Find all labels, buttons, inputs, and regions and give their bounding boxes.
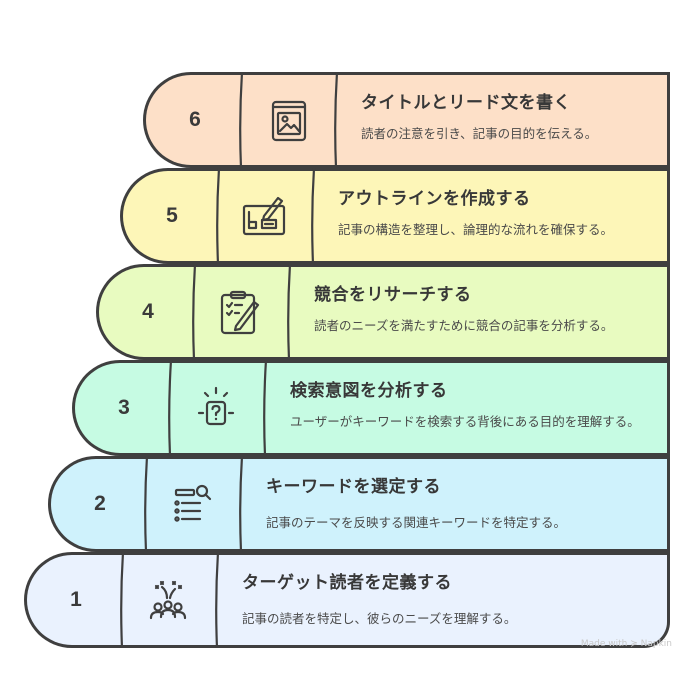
outline-edit-icon xyxy=(242,196,286,236)
step-2-body xyxy=(146,456,670,552)
step-1-number: 1 xyxy=(70,588,82,611)
step-2: 2 キーワードを選定する 記事のテーマを反映する関連キーワードを特定する。 xyxy=(48,456,670,552)
step-4-text: 競合をリサーチする 読者のニーズを満たすために競合の記事を分析する。 xyxy=(314,280,648,334)
step-1-divider-2 xyxy=(215,552,220,648)
clipboard-checklist-pencil-icon xyxy=(220,290,260,335)
step-3-desc: ユーザーがキーワードを検索する背後にある目的を理解する。 xyxy=(290,414,640,429)
step-5-number: 5 xyxy=(166,204,178,227)
step-6-text: タイトルとリード文を書く 読者の注意を引き、記事の目的を伝える。 xyxy=(361,88,648,142)
step-5-number-cap xyxy=(120,168,220,264)
step-2-divider xyxy=(144,456,149,552)
step-5-title: アウトラインを作成する xyxy=(338,189,531,209)
step-2-desc: 記事のテーマを反映する関連キーワードを特定する。 xyxy=(266,515,567,530)
step-6-divider-2 xyxy=(334,72,339,168)
step-5-text: アウトラインを作成する 記事の構造を整理し、論理的な流れを確保する。 xyxy=(338,184,648,238)
step-3-number-cap xyxy=(72,360,172,456)
step-1-number-cap xyxy=(24,552,124,648)
step-2-divider-2 xyxy=(239,456,244,552)
step-6-divider xyxy=(239,72,244,168)
step-2-title: キーワードを選定する xyxy=(266,477,441,497)
step-6-number-cap xyxy=(143,72,243,168)
step-6-body xyxy=(241,72,670,168)
step-6: 6 タイトルとリード文を書く 読者の注意を引き、記事の目的を伝える。 xyxy=(143,72,670,168)
step-5-desc: 記事の構造を整理し、論理的な流れを確保する。 xyxy=(338,222,614,237)
step-3-text: 検索意図を分析する ユーザーがキーワードを検索する背後にある目的を理解する。 xyxy=(290,376,648,430)
step-1-desc: 記事の読者を特定し、彼らのニーズを理解する。 xyxy=(242,611,517,626)
step-4-number-cap xyxy=(96,264,196,360)
step-1-text: ターゲット読者を定義する 記事の読者を特定し、彼らのニーズを理解する。 xyxy=(242,568,648,627)
step-5-divider xyxy=(216,168,221,264)
step-4-desc: 読者のニーズを満たすために競合の記事を分析する。 xyxy=(314,318,614,333)
step-3-number: 3 xyxy=(118,396,130,419)
step-1-divider xyxy=(120,552,125,648)
step-1: 1 ターゲット読者を定義する 記事の読者を特定し、彼らのニーズを理解する。 xyxy=(24,552,670,648)
step-3-divider xyxy=(168,360,173,456)
step-6-title: タイトルとリード文を書く xyxy=(361,93,571,113)
step-5-divider-2 xyxy=(311,168,316,264)
step-3: 3 検索意図を分析する ユーザーがキーワードを検索する背後にある目的を理解する。 xyxy=(72,360,670,456)
step-4-number: 4 xyxy=(142,300,154,323)
step-6-number: 6 xyxy=(189,108,201,131)
step-3-divider-2 xyxy=(263,360,268,456)
step-3-title: 検索意図を分析する xyxy=(290,381,448,401)
step-1-title: ターゲット読者を定義する xyxy=(242,573,452,593)
step-1-body xyxy=(122,552,670,648)
search-list-icon xyxy=(174,484,212,522)
audience-group-icon xyxy=(149,580,187,620)
question-idea-icon xyxy=(197,386,235,426)
step-2-number: 2 xyxy=(94,492,106,515)
step-2-text: キーワードを選定する 記事のテーマを反映する関連キーワードを特定する。 xyxy=(266,472,648,531)
step-4-divider-2 xyxy=(287,264,292,360)
framed-picture-icon xyxy=(271,100,307,142)
step-5-body xyxy=(218,168,670,264)
step-4-divider xyxy=(192,264,197,360)
step-4: 4 競合をリサーチする 読者のニーズを満たすために競合の記事を分析する。 xyxy=(96,264,670,360)
step-4-title: 競合をリサーチする xyxy=(314,285,472,305)
step-6-desc: 読者の注意を引き、記事の目的を伝える。 xyxy=(361,126,598,141)
napkin-credit: Made with ≽ Napkin xyxy=(580,639,672,649)
step-4-body xyxy=(194,264,670,360)
step-2-number-cap xyxy=(48,456,148,552)
step-3-body xyxy=(170,360,670,456)
step-5: 5 アウトラインを作成する 記事の構造を整理し、論理的な流れを確保する。 xyxy=(120,168,670,264)
